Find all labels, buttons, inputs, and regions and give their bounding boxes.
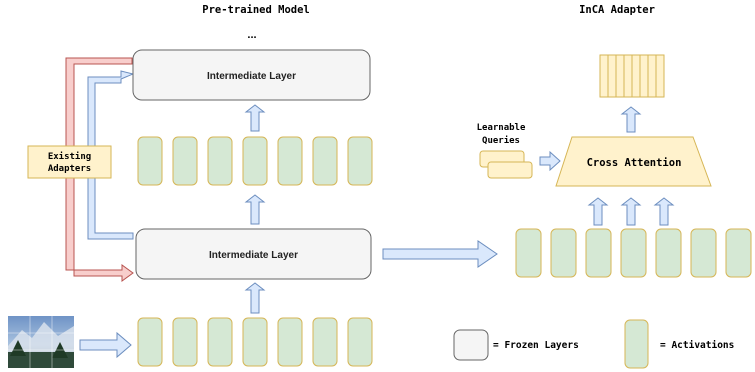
inca-activation-2 [550,228,577,278]
activation-row-lower [137,317,373,367]
learnable-queries-line1: Learnable [477,123,526,133]
adapter-paths [65,57,135,282]
cross-attention-block [555,136,712,187]
upper-activation-5 [277,136,303,186]
legend-frozen-label: = Frozen Layers [493,340,579,351]
inca-up-arrow-1 [587,197,609,226]
upper-activation-7 [347,136,373,186]
input-arrow [79,331,132,359]
lower-activation-4 [242,317,268,367]
ellipsis: ... [247,29,256,41]
inca-activation-1 [515,228,542,278]
middle-intermediate-layer [135,228,372,280]
cross-attention-output-arrow [620,106,642,133]
legend-activation-swatch [624,319,649,369]
landscape-photo-icon [8,316,74,368]
lower-activation-1 [137,317,163,367]
query-arrow [539,150,561,172]
up-arrow-to-top-layer [244,104,266,132]
inca-up-arrows [587,106,675,226]
activation-row-inca [515,228,752,278]
lower-activation-6 [312,317,338,367]
inca-activation-7 [725,228,752,278]
upper-activation-6 [312,136,338,186]
existing-adapters-line2: Adapters [48,164,91,174]
lower-activation-7 [347,317,373,367]
up-arrow-from-input [244,282,266,314]
top-intermediate-layer-label: Intermediate Layer [207,71,296,82]
top-intermediate-layer [132,49,371,101]
upper-activation-3 [207,136,233,186]
upper-activation-4 [242,136,268,186]
legend: = Frozen Layers = Activations [453,319,734,369]
activation-row-upper [137,136,373,186]
blue-adapter-path [87,70,135,240]
legend-frozen-swatch [453,329,489,361]
inca-activation-5 [655,228,682,278]
to-inca-arrow [382,240,498,268]
inca-output-tokens [599,54,665,98]
learnable-query-stack [479,150,533,179]
existing-adapters-line1: Existing [48,151,91,162]
upper-activation-2 [172,136,198,186]
existing-adapters-label: Existing Adapters [27,145,112,179]
cross-attention-label: Cross Attention [587,157,682,169]
inca-activation-6 [690,228,717,278]
learnable-queries-line2: Queries [482,135,520,146]
lower-activation-2 [172,317,198,367]
red-adapter-path [65,57,134,282]
legend-activation-label: = Activations [660,340,734,351]
up-arrows [244,104,266,314]
middle-intermediate-layer-label: Intermediate Layer [209,250,298,261]
inca-activation-3 [585,228,612,278]
inca-up-arrow-2 [620,197,642,226]
inca-activation-4 [620,228,647,278]
upper-activation-1 [137,136,163,186]
lower-activation-3 [207,317,233,367]
pretrained-model-title: Pre-trained Model [202,4,309,16]
inca-adapter-title: InCA Adapter [579,4,655,16]
inca-up-arrow-3 [653,197,675,226]
up-arrow-to-middle-layer [244,194,266,225]
lower-activation-5 [277,317,303,367]
